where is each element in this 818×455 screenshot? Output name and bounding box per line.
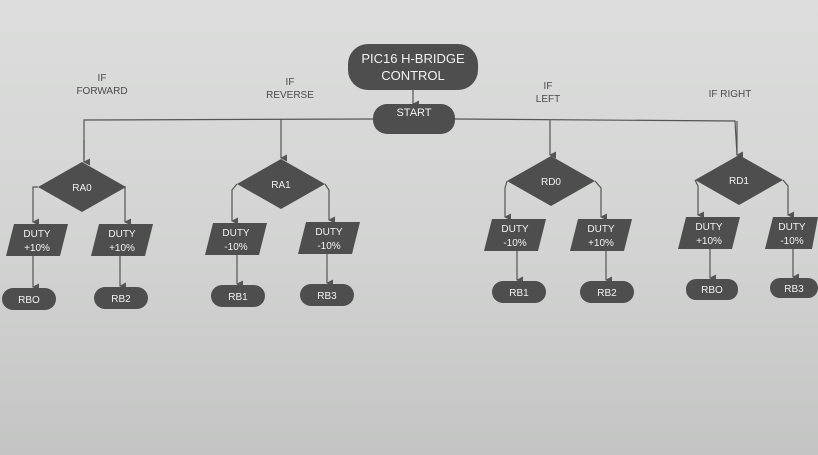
- output-4: RB3: [300, 284, 354, 306]
- connector-ra1-right: [324, 183, 335, 224]
- svg-text:RB2: RB2: [111, 294, 131, 305]
- bus-left: [83, 118, 374, 160]
- output-3: RB1: [211, 285, 265, 307]
- svg-text:-10%: -10%: [224, 242, 247, 253]
- svg-text:DUTY: DUTY: [501, 224, 529, 235]
- decision-ra0-label: RA0: [72, 183, 92, 194]
- svg-text:+10%: +10%: [588, 238, 614, 249]
- connector-ra0-right: [124, 186, 131, 226]
- duty-box-4: DUTY -10%: [298, 222, 360, 254]
- duty-box-1: DUTY +10%: [6, 224, 68, 256]
- bus-right: [454, 118, 738, 156]
- output-5: RB1: [492, 281, 546, 303]
- svg-text:RBO: RBO: [18, 295, 40, 306]
- svg-text:+10%: +10%: [696, 236, 722, 247]
- duty-box-2: DUTY +10%: [91, 224, 153, 256]
- svg-text:RBO: RBO: [701, 285, 723, 296]
- svg-text:DUTY: DUTY: [108, 229, 136, 240]
- svg-text:DUTY: DUTY: [23, 229, 51, 240]
- decision-rd0: RD0: [507, 156, 595, 206]
- svg-text:RB3: RB3: [317, 291, 337, 302]
- svg-text:RB1: RB1: [228, 292, 248, 303]
- decision-ra0: RA0: [38, 162, 126, 212]
- svg-text:DUTY: DUTY: [695, 222, 723, 233]
- decision-rd0-label: RD0: [541, 177, 561, 188]
- title-node: PIC16 H-BRIDGE CONTROL: [348, 44, 478, 90]
- svg-text:DUTY: DUTY: [222, 228, 250, 239]
- svg-text:-10%: -10%: [317, 241, 340, 252]
- connector-rd0-right: [594, 180, 607, 221]
- svg-text:DUTY: DUTY: [315, 227, 343, 238]
- connector-rd0-left: [504, 180, 511, 221]
- svg-text:+10%: +10%: [24, 243, 50, 254]
- connector-rd1-right: [782, 179, 794, 219]
- svg-text:RB3: RB3: [784, 284, 804, 295]
- duty-box-3: DUTY -10%: [205, 223, 267, 255]
- decision-ra1-label: RA1: [271, 180, 291, 191]
- decision-ra1: RA1: [237, 159, 325, 209]
- svg-text:DUTY: DUTY: [778, 222, 806, 233]
- svg-text:+10%: +10%: [109, 243, 135, 254]
- connector-rd1-left: [694, 179, 704, 219]
- output-1: RBO: [2, 288, 56, 310]
- duty-box-6: DUTY +10%: [570, 219, 632, 251]
- output-7: RBO: [686, 279, 738, 300]
- duty-box-5: DUTY -10%: [484, 219, 546, 251]
- decision-rd1: RD1: [695, 155, 783, 205]
- start-label: START: [396, 107, 431, 119]
- output-2: RB2: [94, 287, 148, 309]
- svg-text:RB1: RB1: [509, 288, 529, 299]
- decision-rd1-label: RD1: [729, 176, 749, 187]
- svg-text:RB2: RB2: [597, 288, 617, 299]
- title-line-2: CONTROL: [381, 68, 445, 83]
- output-6: RB2: [580, 281, 634, 303]
- connector-ra0-left: [32, 186, 39, 226]
- svg-text:DUTY: DUTY: [587, 224, 615, 235]
- output-8: RB3: [770, 278, 818, 298]
- start-node: START: [373, 104, 455, 134]
- title-line-1: PIC16 H-BRIDGE: [361, 51, 465, 66]
- duty-box-8: DUTY -10%: [765, 217, 818, 249]
- svg-text:-10%: -10%: [503, 238, 526, 249]
- svg-text:-10%: -10%: [780, 236, 803, 247]
- condition-right: IF RIGHT: [708, 89, 752, 100]
- connector-ra1-left: [231, 183, 238, 225]
- duty-box-7: DUTY +10%: [678, 217, 740, 249]
